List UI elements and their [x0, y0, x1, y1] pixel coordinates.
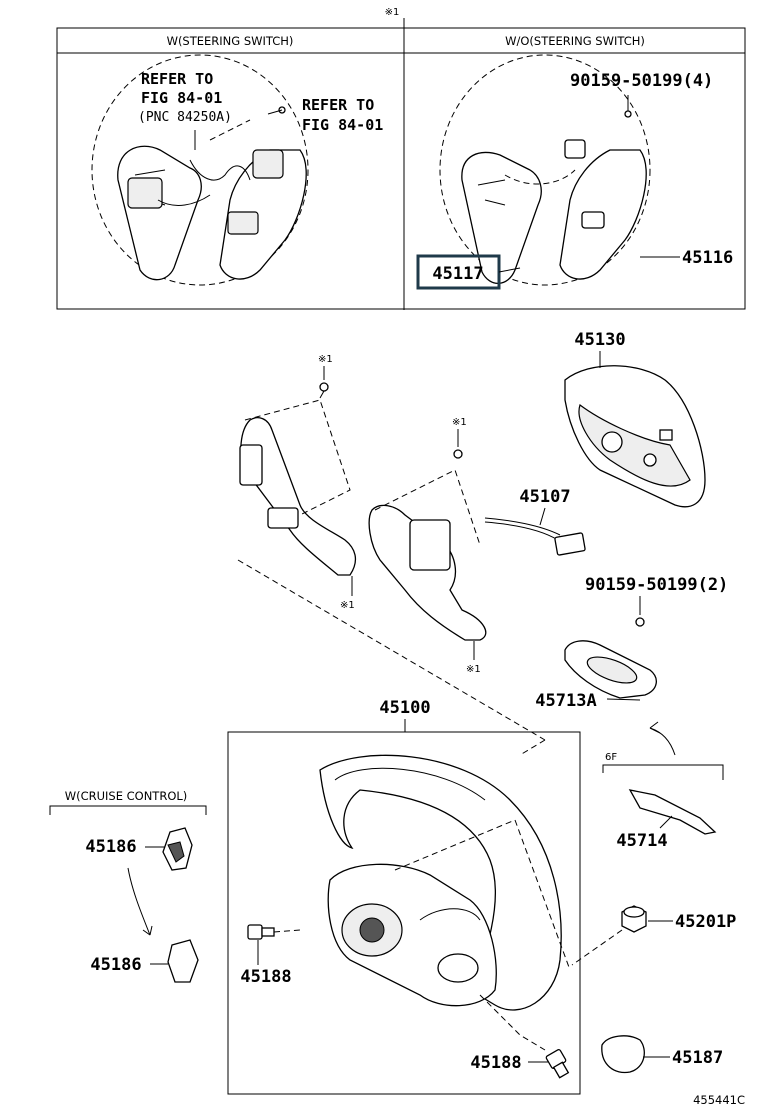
- part-45100[interactable]: 45100: [379, 698, 430, 718]
- part-45713A[interactable]: 45713A: [535, 691, 596, 711]
- mark-2: ※1: [340, 600, 355, 611]
- nut-45201P: [571, 905, 647, 966]
- part-bolt-2[interactable]: 90159-50199(2): [585, 575, 728, 595]
- mark-4: ※1: [466, 664, 481, 675]
- refer-note-1-line2: FIG 84-01: [141, 89, 222, 107]
- part-45714[interactable]: 45714: [616, 831, 667, 851]
- right-panel-title: W/O(STEERING SWITCH): [505, 34, 645, 48]
- figure-code: 455441C: [693, 1093, 745, 1107]
- part-45186-lower[interactable]: 45186: [90, 955, 141, 975]
- left-panel-title: W(STEERING SWITCH): [167, 34, 294, 48]
- label-6F: 6F: [605, 752, 617, 763]
- cruise-switch-lower: [167, 939, 199, 983]
- part-45188-top[interactable]: 45188: [240, 967, 291, 987]
- refer-note-1-line1: REFER TO: [141, 70, 213, 88]
- right-steering-wheel-illustration: [439, 54, 651, 286]
- left-steering-wheel-illustration: [91, 54, 309, 286]
- mark-3: ※1: [452, 417, 467, 428]
- part-45201P[interactable]: 45201P: [675, 912, 736, 932]
- steering-wheel-main: [319, 754, 571, 1051]
- part-45187[interactable]: 45187: [672, 1048, 723, 1068]
- refer-note-1-line3: (PNC 84250A): [138, 110, 232, 125]
- cap-45187: [601, 1035, 645, 1074]
- top-panel-frame: [56, 27, 746, 310]
- mark-1: ※1: [318, 354, 333, 365]
- part-45188-bottom[interactable]: 45188: [470, 1053, 521, 1073]
- refer-note-2-line1: REFER TO: [302, 96, 374, 114]
- refer-note-2-line2: FIG 84-01: [302, 116, 383, 134]
- bolt-label-top: 90159-50199(4): [570, 71, 713, 91]
- wheel-assembly-frame: [227, 731, 581, 1095]
- cover-part-number[interactable]: 45116: [682, 248, 733, 268]
- screw-45188-top: [247, 924, 301, 940]
- left-switch-bracket: [239, 399, 357, 576]
- right-switch-bracket: [368, 469, 487, 641]
- cruise-control-label: W(CRUISE CONTROL): [65, 789, 188, 803]
- top-reference-mark: ※1: [385, 7, 400, 18]
- spiral-cable: [564, 640, 657, 699]
- highlighted-part-number[interactable]: 45117: [432, 264, 483, 284]
- switch-plate: [628, 789, 717, 835]
- airbag-assembly: [564, 365, 706, 508]
- part-45107[interactable]: 45107: [519, 487, 570, 507]
- part-45186-upper[interactable]: 45186: [85, 837, 136, 857]
- part-45130[interactable]: 45130: [574, 330, 625, 350]
- screw-45188-bottom: [545, 1049, 570, 1079]
- cruise-switch-upper: [162, 827, 193, 871]
- wire-harness: [484, 517, 586, 556]
